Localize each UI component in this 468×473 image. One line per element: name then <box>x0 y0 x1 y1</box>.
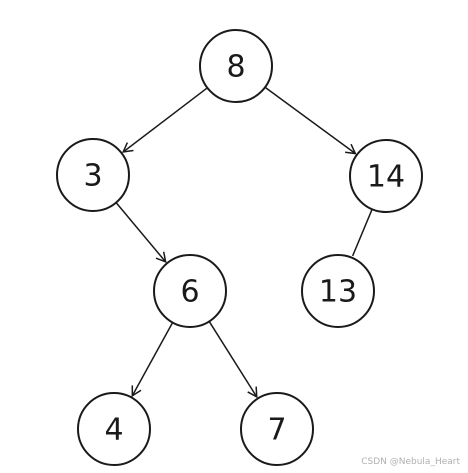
node-circle <box>153 254 227 328</box>
node-label: 4 <box>104 413 123 448</box>
tree-node-4: 4 <box>77 392 151 466</box>
watermark: CSDN @Nebula_Heart <box>361 457 460 467</box>
node-label: 3 <box>83 159 102 194</box>
tree-node-14: 14 <box>349 139 423 213</box>
node-label: 7 <box>267 413 286 448</box>
edge-n8-n14 <box>264 86 357 155</box>
edge-n6-n7 <box>208 321 258 399</box>
node-circle <box>77 392 151 466</box>
nodes-layer: 8 3 14 6 13 4 7 <box>56 29 423 466</box>
node-circle <box>56 138 130 212</box>
tree-node-6: 6 <box>153 254 227 328</box>
edge-n6-n4 <box>131 322 174 398</box>
tree-node-3: 3 <box>56 138 130 212</box>
edge-n14-n13 <box>351 208 373 257</box>
node-label: 6 <box>180 275 199 310</box>
node-circle <box>240 392 314 466</box>
tree-node-8: 8 <box>199 29 273 103</box>
tree-node-7: 7 <box>240 392 314 466</box>
tree-node-13: 13 <box>301 254 375 328</box>
edge-n8-n3 <box>121 87 208 153</box>
node-label: 13 <box>319 275 357 310</box>
node-label: 8 <box>226 50 245 85</box>
node-circle <box>199 29 273 103</box>
node-circle <box>301 254 375 328</box>
edge-n3-n6 <box>115 202 167 264</box>
node-circle <box>349 139 423 213</box>
edges-layer <box>115 86 373 399</box>
node-label: 14 <box>367 160 405 195</box>
